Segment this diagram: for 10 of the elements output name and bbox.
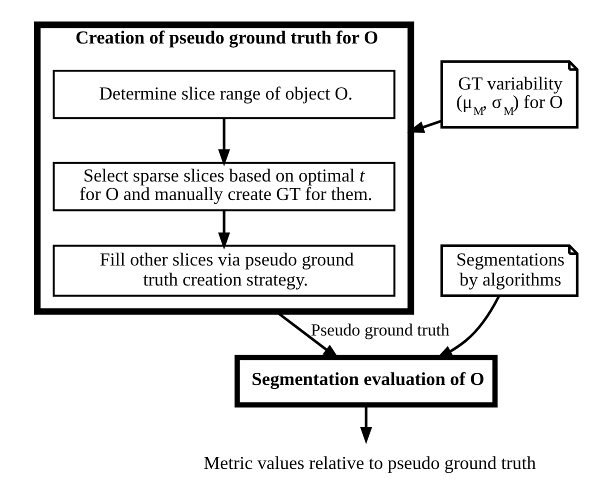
node-box: Select sparse slices based on optimal t for O and manually create GT for them. [52, 161, 395, 211]
arrow [406, 119, 442, 132]
arrow [218, 118, 230, 166]
node-box: Determine slice range of object O. [52, 69, 395, 119]
node-text: Metric values relative to pseudo ground truth [203, 452, 536, 472]
node-box: Fill other slices via pseudo ground truth creation strategy. [52, 244, 395, 296]
node-box: Segmentation evaluation of O [234, 354, 498, 407]
edge-label: Pseudo ground truth [310, 320, 449, 340]
arrow [360, 404, 372, 444]
arrow [218, 210, 230, 250]
